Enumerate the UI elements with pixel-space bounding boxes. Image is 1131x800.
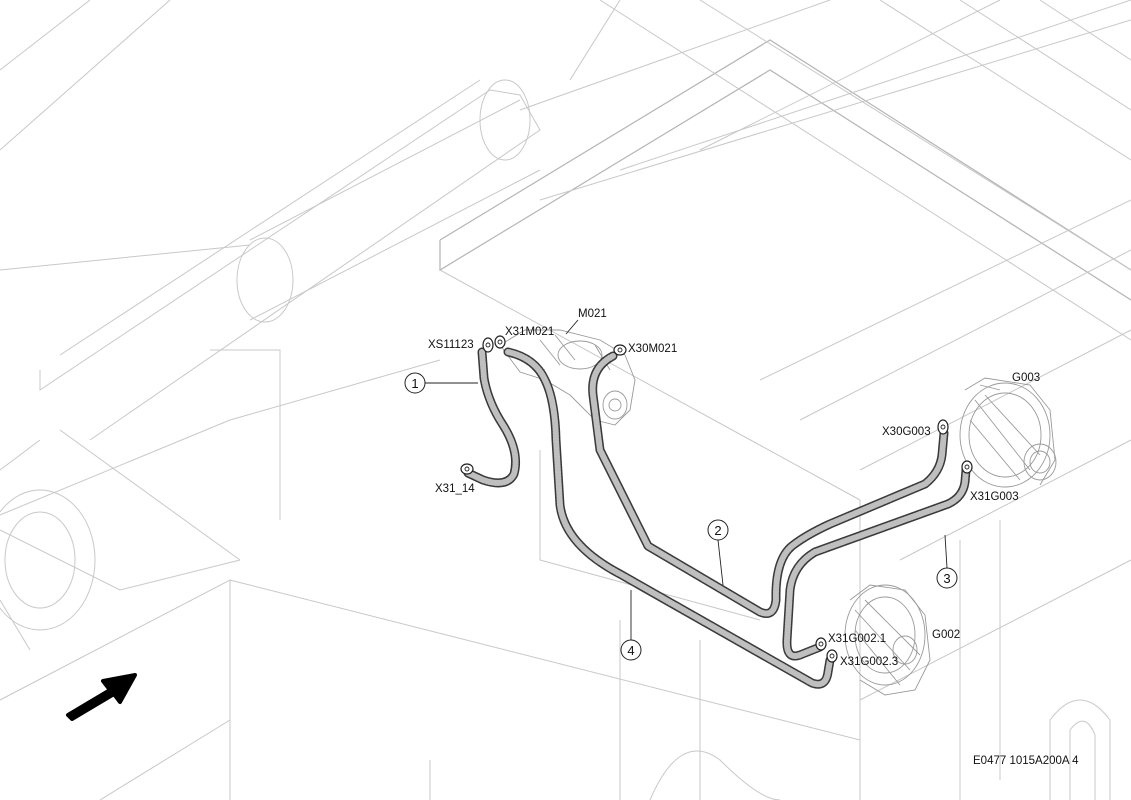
- ring-terminals: [460, 335, 973, 663]
- cable-1: [463, 347, 521, 488]
- label-m021: M021: [578, 308, 607, 320]
- cable-3: [782, 465, 971, 661]
- callout-4: 4: [627, 643, 634, 658]
- label-g003: G003: [1012, 372, 1040, 384]
- label-x31g003: X31G003: [970, 491, 1019, 503]
- callout-4-circle: [620, 639, 642, 661]
- label-x31m021: X31M021: [505, 326, 554, 338]
- terminal-x31g002-1: [815, 637, 827, 651]
- label-x30m021: X30M021: [628, 343, 677, 355]
- label-g002: G002: [932, 629, 960, 641]
- cable-2: [588, 351, 949, 618]
- terminal-x30m021: [613, 344, 627, 356]
- terminal-x31m021: [494, 335, 506, 349]
- terminal-x30g003: [937, 419, 949, 435]
- cable-4: [503, 347, 835, 689]
- arrow-icon: [66, 673, 137, 721]
- label-xs11123: XS11123: [428, 339, 474, 351]
- callout-2: 2: [714, 523, 721, 538]
- label-x31g002-3: X31G002.3: [840, 656, 898, 668]
- callout-3: 3: [943, 571, 950, 586]
- callout-2-circle: [707, 519, 729, 541]
- label-x31g002-1: X31G002.1: [828, 633, 886, 645]
- alternator-g003: [959, 377, 1057, 488]
- terminal-x31g003: [961, 460, 973, 474]
- callouts: 1 2 3 4: [404, 372, 958, 661]
- callout-3-circle: [936, 567, 958, 589]
- starter-motor-m021: [499, 329, 636, 426]
- labels: M021 XS11123 X31M021 X30M021 X31_14 G003…: [428, 308, 1040, 668]
- terminal-xs11123: [482, 337, 494, 353]
- label-x30g003: X30G003: [882, 426, 931, 438]
- label-x31-14: X31_14: [435, 483, 475, 495]
- terminal-x31g002-3: [826, 649, 838, 663]
- callout-1: 1: [411, 376, 418, 391]
- reference-code: E0477 1015A200A 4: [973, 755, 1079, 767]
- terminal-x31-14: [460, 463, 474, 475]
- alternator-g002: [844, 584, 931, 696]
- callout-1-circle: [404, 372, 426, 394]
